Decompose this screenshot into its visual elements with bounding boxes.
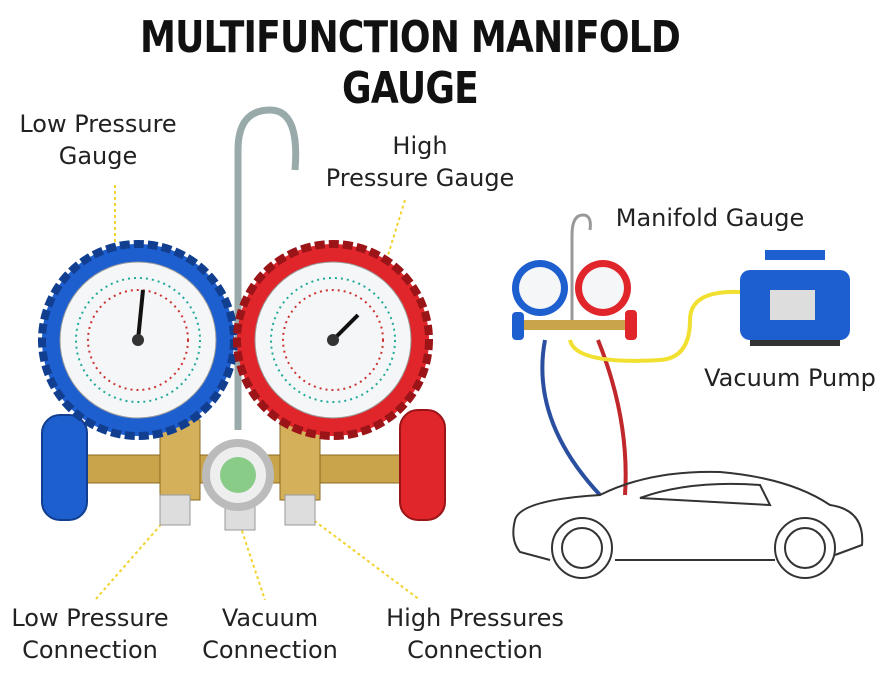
label-low-pressure-connection: Low Pressure Connection: [0, 602, 180, 666]
vacuum-pump: [740, 250, 850, 346]
low-pressure-gauge: [38, 240, 238, 440]
label-line: High: [392, 132, 448, 160]
label-line: Connection: [407, 636, 543, 664]
high-side-knob: [399, 409, 446, 521]
label-line: High Pressures: [386, 604, 564, 632]
label-line: Gauge: [58, 142, 138, 170]
vacuum-hose: [568, 289, 741, 363]
label-line: Pressure Gauge: [325, 164, 515, 192]
label-low-pressure-gauge: Low Pressure Gauge: [8, 108, 188, 172]
high-hose: [596, 339, 628, 496]
label-manifold-gauge: Manifold Gauge: [615, 204, 805, 232]
page-title: MULTIFUNCTION MANIFOLD GAUGE: [139, 12, 681, 114]
label-line: Low Pressure: [11, 604, 169, 632]
label-line: Connection: [202, 636, 338, 664]
low-hose: [540, 339, 602, 497]
label-line: Low Pressure: [19, 110, 177, 138]
leader-lines: [94, 185, 421, 601]
label-line: Vacuum: [221, 604, 319, 632]
label-high-pressure-gauge: High Pressure Gauge: [290, 130, 550, 194]
label-vacuum-pump: Vacuum Pump: [704, 364, 876, 392]
mini-manifold: [512, 213, 637, 340]
low-side-knob: [41, 414, 88, 521]
label-line: Connection: [22, 636, 158, 664]
car-outline: [512, 470, 864, 579]
label-high-pressures-connection: High Pressures Connection: [370, 602, 580, 666]
label-vacuum-connection: Vacuum Connection: [190, 602, 350, 666]
hook: [234, 106, 300, 430]
high-pressure-gauge: [233, 240, 433, 440]
